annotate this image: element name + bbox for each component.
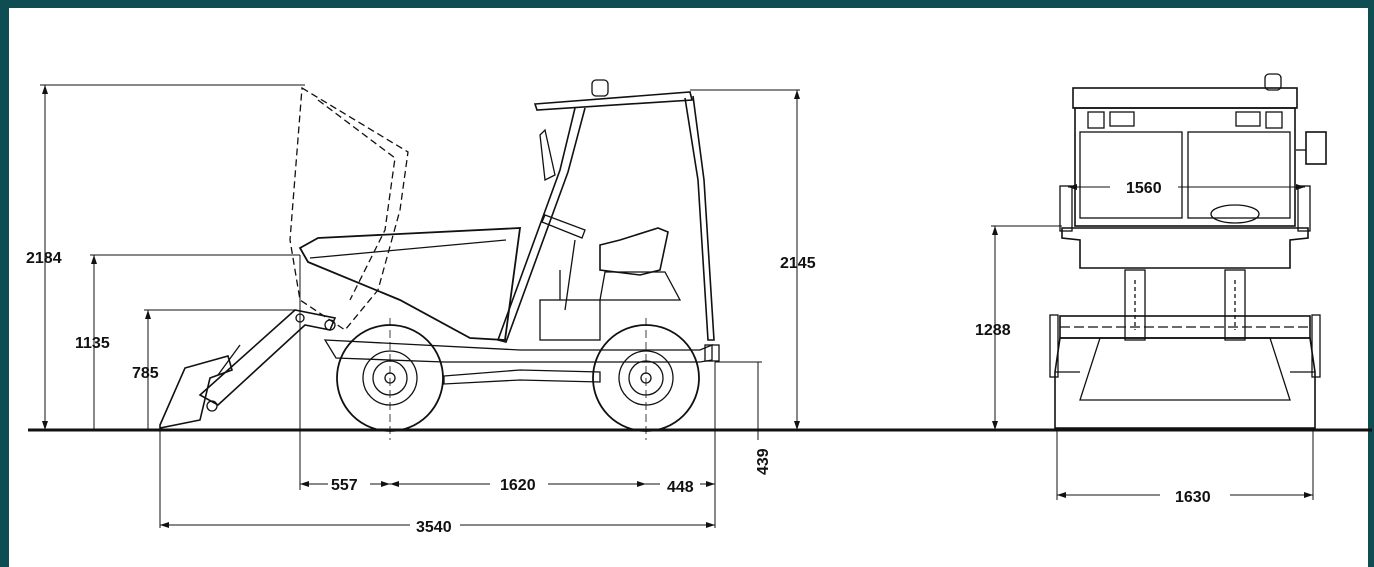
hopper [298,227,522,341]
chassis [323,339,713,363]
dim-2145: 2145 [780,255,816,272]
dim-1560: 1560 [1126,180,1162,197]
side-view-vehicle [159,79,720,440]
driver-seat [599,227,669,276]
drawing-sheet [9,8,1368,567]
dim-785: 785 [132,365,159,382]
beacon-light-front [1264,73,1282,91]
front-view-dimensions [991,186,1314,500]
dim-1620: 1620 [500,477,536,494]
dim-3540: 3540 [416,519,452,536]
dim-448: 448 [667,479,694,496]
dim-2184: 2184 [26,250,62,267]
dim-1135: 1135 [75,335,110,352]
front-lower-body [1054,337,1316,429]
dim-439: 439 [755,448,772,475]
dimension-labels: 2184 1135 785 2145 557 1620 448 439 3540… [26,180,1211,536]
dimension-arrows [42,85,1313,528]
rops-frame [533,91,694,111]
side-mirror [1305,131,1327,165]
side-view-dimensions [40,84,800,528]
hopper-raised [289,86,409,331]
loader-bucket [159,355,233,429]
beacon-light [591,79,609,97]
front-hopper [1061,227,1309,269]
dim-557: 557 [331,477,358,494]
front-view-vehicle [1049,73,1327,429]
dim-1288: 1288 [975,322,1011,339]
dim-1630: 1630 [1175,489,1211,506]
